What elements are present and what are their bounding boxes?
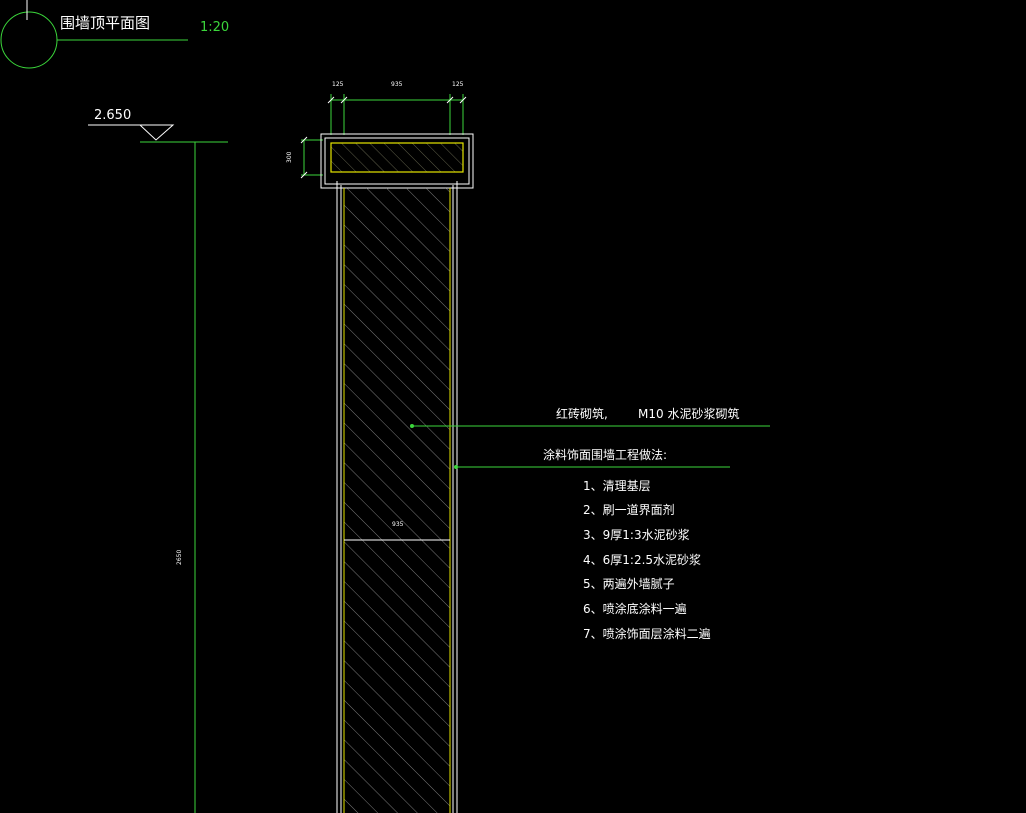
wall-body: 935 <box>336 181 458 813</box>
brick-label: 红砖砌筑, <box>556 406 608 421</box>
vertical-dimension: 2650 <box>176 142 196 813</box>
dim-top-mid: 935 <box>391 81 403 88</box>
method-step: 1、清理基层 <box>583 479 651 493</box>
leaders <box>410 424 770 469</box>
dim-cap-height: 300 <box>286 151 293 163</box>
dim-wall-width: 935 <box>392 521 404 528</box>
method-step: 6、喷涂底涂料一遍 <box>583 601 687 616</box>
dim-top-right: 125 <box>452 81 464 88</box>
method-heading: 涂料饰面围墙工程做法: <box>543 447 667 462</box>
wall-cap <box>320 133 474 189</box>
top-dimension-chain: 125 935 125 <box>327 81 467 135</box>
mortar-label: M10 水泥砂浆砌筑 <box>638 406 739 421</box>
drawing-title: 围墙顶平面图 <box>60 14 150 32</box>
section-marker-circle <box>0 11 58 69</box>
dim-top-left: 125 <box>332 81 344 88</box>
method-step: 2、刷一道界面剂 <box>583 502 675 517</box>
elevation-marker: 2.650 <box>88 108 228 143</box>
method-step: 7、喷涂饰面层涂料二遍 <box>583 626 711 641</box>
title-block: 围墙顶平面图 1:20 <box>0 0 229 69</box>
annotations: 红砖砌筑, M10 水泥砂浆砌筑 涂料饰面围墙工程做法: 1、清理基层 2、刷一… <box>543 406 739 641</box>
cap-height-dimension: 300 <box>286 136 323 179</box>
elevation-triangle-icon <box>138 124 175 141</box>
elevation-value: 2.650 <box>94 108 131 123</box>
vertical-dimension-value: 2650 <box>176 550 183 565</box>
drawing-scale: 1:20 <box>200 20 229 35</box>
method-step: 3、9厚1:3水泥砂浆 <box>583 527 690 542</box>
method-step: 5、两遍外墙腻子 <box>583 577 675 591</box>
method-step: 4、6厚1:2.5水泥砂浆 <box>583 552 701 567</box>
